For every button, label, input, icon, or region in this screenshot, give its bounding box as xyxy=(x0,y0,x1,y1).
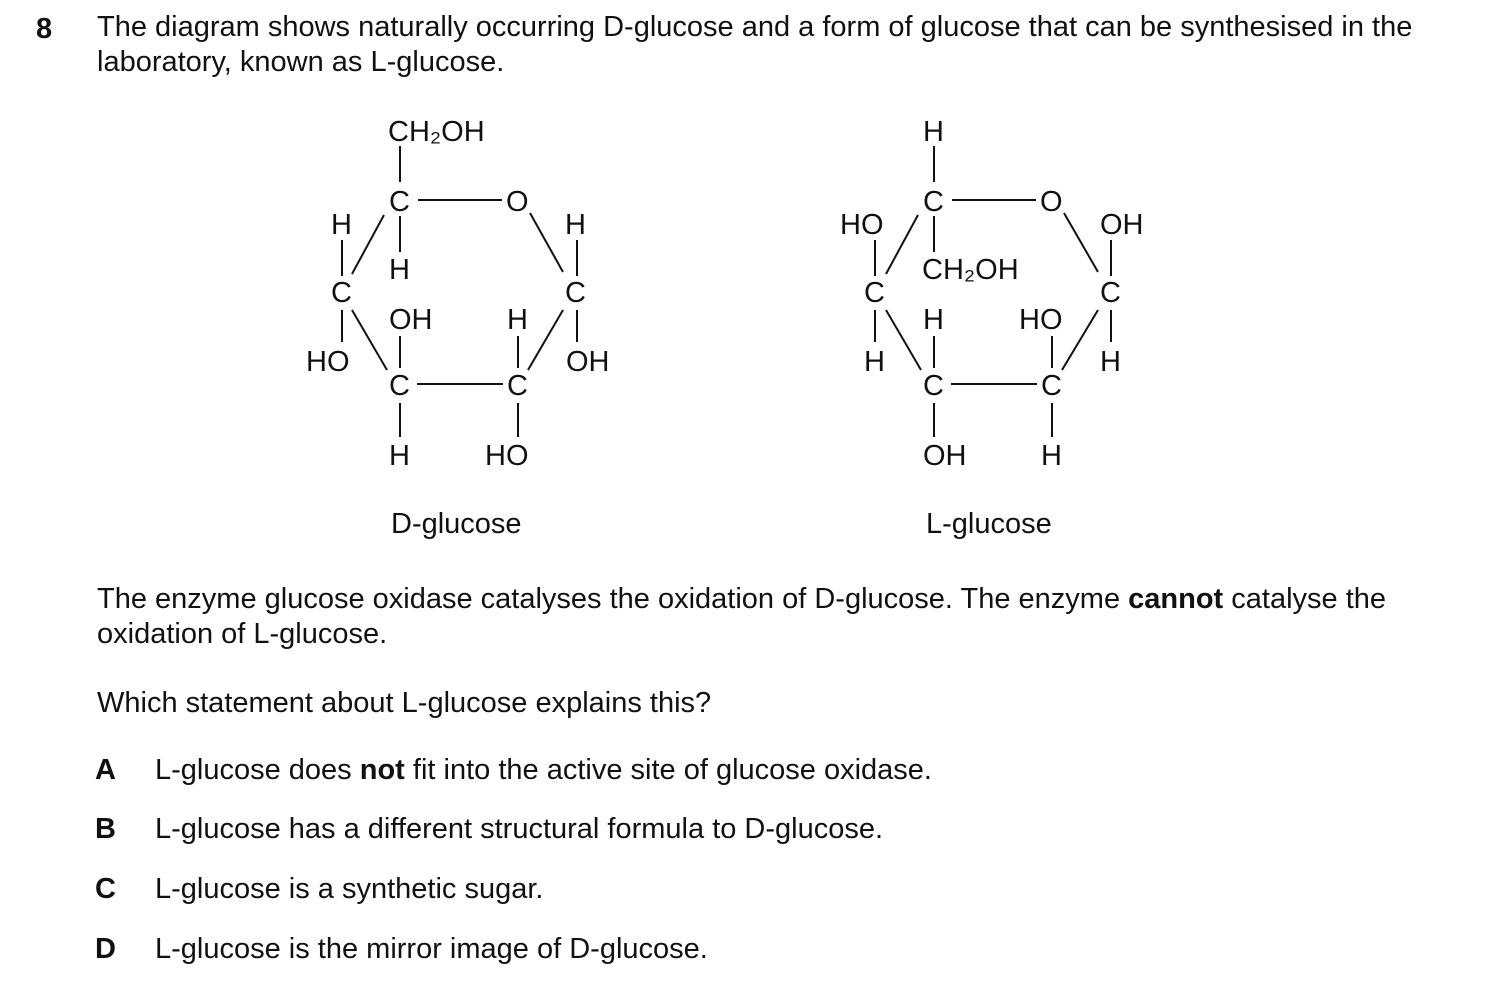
option-letter: C xyxy=(95,873,116,905)
option-text: L-glucose has a different structural for… xyxy=(155,813,884,845)
option-text: L-glucose is a synthetic sugar. xyxy=(155,873,544,905)
l-glucose-structure: H C O CH₂OH OH C H HO C H H C OH HO C H … xyxy=(840,116,1144,540)
l-c4-carbon: C xyxy=(864,277,885,309)
option-text: L-glucose is the mirror image of D-gluco… xyxy=(155,933,708,965)
question-body-end: catalyse the oxidation of L-glucose. xyxy=(97,583,1387,650)
d-c1-h: H xyxy=(565,209,586,241)
d-c2-carbon: C xyxy=(507,370,528,402)
l-c1-oh: OH xyxy=(1100,209,1144,241)
l-c2-carbon: C xyxy=(1041,370,1062,402)
l-glucose-caption: L-glucose xyxy=(926,508,1052,540)
option-letter: B xyxy=(95,813,116,845)
d-c4-h: H xyxy=(331,209,352,241)
l-c3-carbon: C xyxy=(923,370,944,402)
l-c3-h: H xyxy=(923,304,944,336)
d-c4-carbon: C xyxy=(331,277,352,309)
d-ch2oh-label: CH₂OH xyxy=(388,116,485,148)
l-ring-oxygen: O xyxy=(1040,186,1063,218)
option-letter: A xyxy=(95,754,116,786)
question-body: The enzyme glucose oxidase catalyses the… xyxy=(97,582,1437,652)
d-glucose-structure: CH₂OH C O H H C OH H C HO OH C H H C HO … xyxy=(306,116,610,540)
d-c2-h: H xyxy=(507,304,528,336)
l-c2-ho: HO xyxy=(1019,304,1063,336)
d-c3-h: H xyxy=(389,440,410,472)
l-c1-h: H xyxy=(1100,346,1121,378)
d-c1-oh: OH xyxy=(566,346,610,378)
l-c3-oh: OH xyxy=(923,440,967,472)
d-ring-oxygen: O xyxy=(506,186,529,218)
l-c1-carbon: C xyxy=(1100,277,1121,309)
d-c5-h: H xyxy=(389,254,410,286)
question-body-emphasis: cannot xyxy=(1128,583,1224,615)
question-number: 8 xyxy=(36,13,53,45)
question-body-start: The enzyme glucose oxidase catalyses the… xyxy=(97,583,1129,615)
d-c2-ho: HO xyxy=(485,440,529,472)
l-c4-ho: HO xyxy=(840,209,884,241)
d-c1-carbon: C xyxy=(565,277,586,309)
option-letter: D xyxy=(95,933,116,965)
l-c5-ch2oh: CH₂OH xyxy=(922,254,1019,286)
d-c3-carbon: C xyxy=(389,370,410,402)
d-c3-oh: OH xyxy=(389,304,433,336)
l-top-h: H xyxy=(923,116,944,148)
question-prompt: Which statement about L-glucose explains… xyxy=(97,687,712,719)
d-c4-ho: HO xyxy=(306,346,350,378)
l-c4-h: H xyxy=(864,346,885,378)
d-c5-carbon: C xyxy=(389,186,410,218)
question-intro: The diagram shows naturally occurring D-… xyxy=(97,11,1413,78)
l-c2-h: H xyxy=(1041,440,1062,472)
l-c5-carbon: C xyxy=(923,186,944,218)
d-glucose-caption: D-glucose xyxy=(391,508,522,540)
option-text: L-glucose does not fit into the active s… xyxy=(155,754,932,786)
